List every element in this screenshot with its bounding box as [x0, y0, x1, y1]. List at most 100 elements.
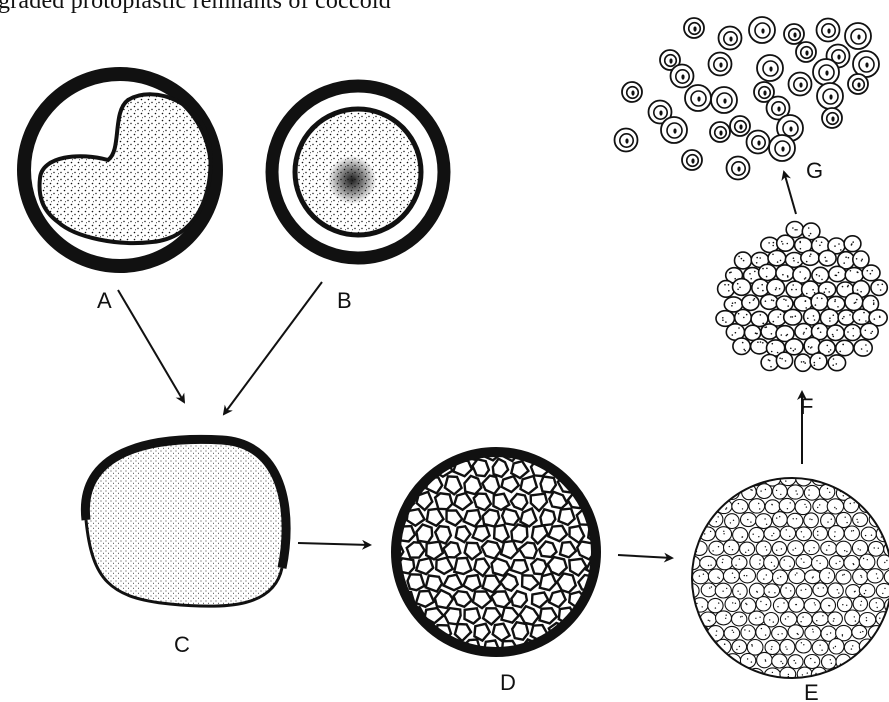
aggregate-cell — [829, 639, 844, 654]
label-c: C — [174, 632, 190, 657]
aggregate-cell — [813, 527, 827, 541]
aggregate-cell — [804, 599, 820, 613]
cleavage-cell — [463, 575, 480, 591]
cleavage-cell — [559, 509, 575, 525]
aggregate-cell — [773, 512, 788, 527]
aggregate-cell — [786, 281, 803, 297]
aggregate-cell — [692, 541, 708, 555]
aggregate-cell — [822, 655, 837, 669]
cleavage-cell — [416, 591, 434, 607]
stage-a-cyst — [24, 74, 216, 266]
aggregate-cell — [732, 612, 747, 626]
arrow-d-to-e — [618, 555, 672, 558]
aggregate-cell — [764, 584, 780, 598]
cleavage-cell — [444, 608, 460, 624]
aggregate-cell — [844, 325, 861, 341]
aggregate-cell — [804, 540, 820, 554]
cleavage-cell — [541, 477, 556, 493]
aggregate-cell — [779, 498, 795, 512]
aggregate-cell — [837, 597, 852, 612]
aggregate-cell — [772, 542, 786, 556]
arrow-b-to-c — [224, 282, 322, 414]
cleavage-cell — [531, 559, 546, 574]
aggregate-cell — [732, 500, 748, 514]
cleavage-cell — [540, 509, 555, 525]
aggregate-cell — [773, 484, 788, 499]
cleavage-cell — [454, 558, 471, 574]
aggregate-cell — [868, 541, 883, 556]
aggregate-cell — [749, 527, 764, 542]
aggregate-cell — [725, 514, 740, 529]
aggregate-cell — [804, 655, 819, 669]
aggregate-cell — [827, 325, 844, 340]
aggregate-cell — [871, 280, 887, 296]
aggregate-cell — [829, 266, 846, 281]
aggregate-cell — [759, 264, 777, 280]
aggregate-cell — [853, 597, 867, 612]
aggregate-cell — [773, 570, 788, 585]
aggregate-cell — [828, 612, 843, 626]
arrow-f-to-g — [784, 172, 796, 214]
aggregate-cell — [852, 625, 867, 639]
aggregate-cell — [844, 526, 859, 541]
aggregate-cell — [700, 556, 716, 570]
aggregate-cell — [867, 569, 883, 583]
aggregate-cell — [859, 639, 875, 654]
aggregate-cell — [861, 527, 876, 541]
aggregate-cell — [836, 541, 851, 556]
aggregate-cell — [773, 598, 788, 613]
cleavage-cell — [482, 541, 501, 558]
aggregate-cell — [804, 513, 819, 528]
aggregate-cell — [749, 583, 764, 598]
aggregate-cell — [725, 654, 741, 668]
aggregate-cell — [828, 355, 845, 371]
aggregate-cell — [796, 527, 811, 541]
label-a: A — [97, 288, 112, 313]
aggregate-cell — [811, 293, 828, 310]
aggregate-cell — [797, 667, 812, 681]
aggregate-cell — [745, 325, 761, 340]
stage-b-cyst — [272, 86, 444, 258]
aggregate-cell — [693, 625, 708, 640]
aggregate-cell — [852, 540, 867, 555]
aggregate-cell — [854, 340, 872, 356]
cleavage-cell — [473, 459, 489, 476]
arrow-a-to-c — [118, 290, 184, 402]
aggregate-cell — [781, 583, 795, 598]
aggregate-cell — [757, 484, 772, 499]
aggregate-cell — [836, 512, 851, 527]
aggregate-cell — [829, 556, 844, 570]
aggregate-cell — [761, 295, 778, 310]
cleavage-cell — [416, 558, 433, 574]
stage-c-body — [85, 439, 286, 606]
aggregate-cell — [796, 555, 812, 569]
cleavage-cell — [520, 509, 536, 527]
aggregate-cell — [828, 526, 844, 542]
aggregate-cell — [772, 654, 787, 668]
aggregate-cell — [796, 584, 812, 599]
aggregate-cell — [780, 556, 795, 570]
label-d: D — [500, 670, 516, 695]
aggregate-cell — [805, 626, 821, 640]
aggregate-cell — [749, 499, 765, 513]
cleavage-cell — [465, 608, 480, 623]
cleavage-cell — [512, 622, 528, 640]
aggregate-cell — [768, 250, 786, 265]
aggregate-cell — [853, 513, 868, 527]
aggregate-cell — [709, 541, 724, 555]
cleavage-cell — [407, 542, 425, 557]
aggregate-cell — [853, 309, 871, 324]
aggregate-cell — [761, 355, 778, 371]
aggregate-cell — [827, 499, 843, 514]
aggregate-cell — [776, 352, 792, 368]
aggregate-cell — [757, 569, 773, 584]
aggregate-cell — [789, 569, 805, 584]
aggregate-cell — [860, 323, 878, 339]
stage-e-cell-aggregate — [684, 471, 889, 684]
aggregate-cell — [718, 281, 735, 298]
aggregate-cell — [749, 611, 765, 625]
aggregate-cell — [877, 555, 889, 570]
stage-f-cell-aggregate — [716, 222, 887, 372]
aggregate-cell — [821, 541, 837, 555]
